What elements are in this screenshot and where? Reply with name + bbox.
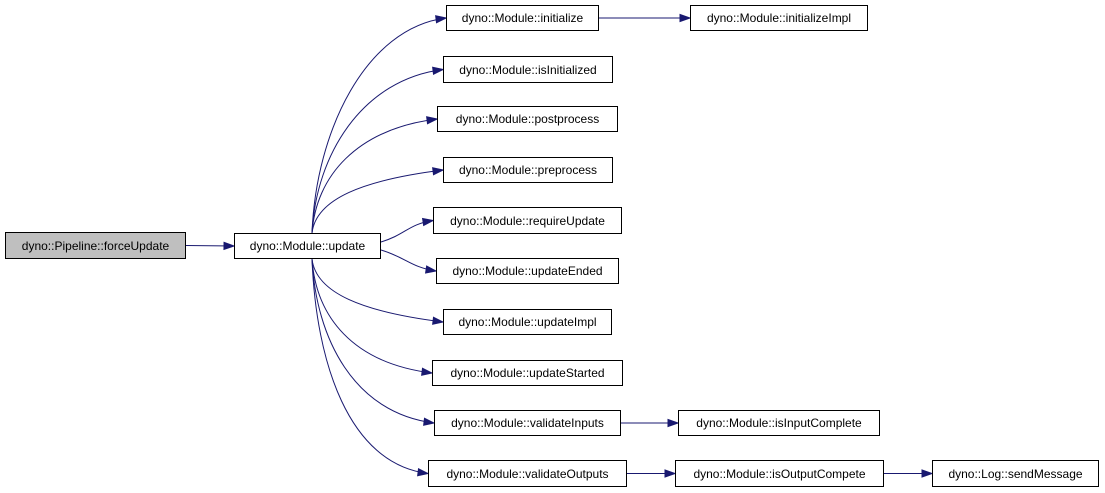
arrowhead-send_message [921,469,934,478]
arrowhead-postprocess [426,116,439,125]
arrowhead-update_impl [432,316,445,325]
node-module-is-output-compete[interactable]: dyno::Module::isOutputCompete [675,460,884,487]
node-module-require-update[interactable]: dyno::Module::requireUpdate [433,207,622,234]
edge-update-to-validate_inputs [311,258,435,424]
node-module-initialize-impl[interactable]: dyno::Module::initializeImpl [690,5,868,31]
arrowhead-require_update [421,217,435,227]
arrowhead-is_input_complete [667,418,680,428]
edge-update-to-preprocess [311,169,444,234]
edge-update-to-postprocess [311,118,438,234]
arrowhead-validate_outputs [417,468,430,477]
arrowhead-preprocess [432,167,445,176]
node-pipeline-force-update[interactable]: dyno::Pipeline::forceUpdate [5,232,186,259]
arrowhead-validate_inputs [423,417,436,426]
node-module-update-ended[interactable]: dyno::Module::updateEnded [436,258,619,284]
edge-update-to-is_initialized [311,69,444,234]
node-module-update-started[interactable]: dyno::Module::updateStarted [432,360,623,386]
arrowhead-update_ended [424,265,438,274]
arrowhead-initialize_impl [679,13,692,23]
node-module-initialize[interactable]: dyno::Module::initialize [446,5,599,31]
node-module-validate-inputs[interactable]: dyno::Module::validateInputs [434,410,621,436]
node-module-update[interactable]: dyno::Module::update [234,233,381,259]
node-module-preprocess[interactable]: dyno::Module::preprocess [443,157,613,183]
node-log-send-message[interactable]: dyno::Log::sendMessage [932,460,1099,487]
arrowhead-update_started [421,367,434,376]
arrowhead-initialize [435,15,448,24]
node-module-is-initialized[interactable]: dyno::Module::isInitialized [443,56,613,83]
arrowhead-is_output_compete [664,469,677,478]
arrowhead-update [223,241,236,251]
arrowhead-is_initialized [432,66,445,75]
node-module-postprocess[interactable]: dyno::Module::postprocess [437,106,618,132]
edge-update-to-update_started [311,258,433,374]
edge-update-to-update_impl [311,258,444,323]
node-module-is-input-complete[interactable]: dyno::Module::isInputComplete [678,410,880,436]
edge-update-to-validate_outputs [311,258,429,474]
node-module-validate-outputs[interactable]: dyno::Module::validateOutputs [428,460,627,487]
node-module-update-impl[interactable]: dyno::Module::updateImpl [443,309,612,335]
edge-update-to-initialize [311,17,447,234]
